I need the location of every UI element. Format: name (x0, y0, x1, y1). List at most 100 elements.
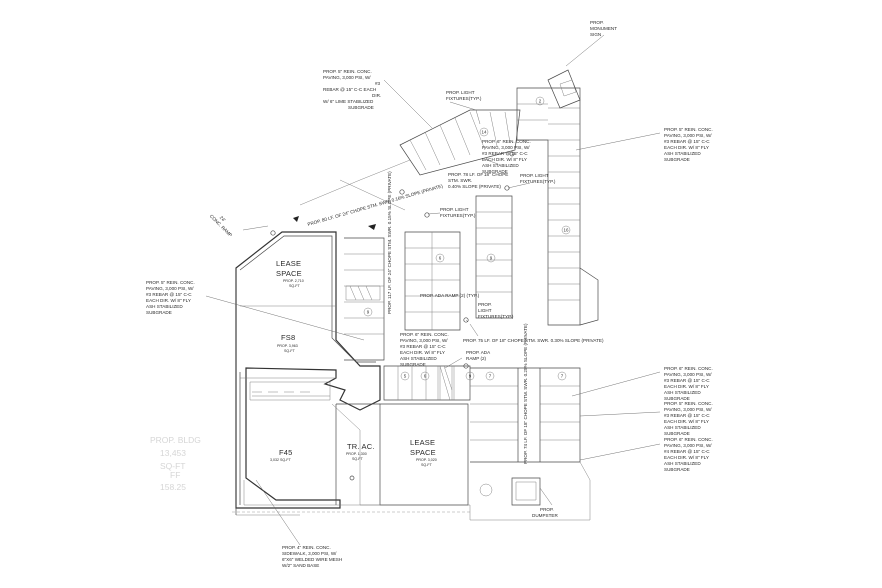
svg-text:EACH DIR. W/ 8" FLY: EACH DIR. W/ 8" FLY (482, 157, 527, 162)
note-storm-diagonal: PROP. 80 LF. OF 24" CHOPE STM. SWR. 0.16… (307, 183, 444, 227)
svg-text:PROP. 1,300: PROP. 1,300 (346, 452, 367, 456)
svg-text:ASH STABILIZED: ASH STABILIZED (664, 461, 701, 466)
svg-text:PROP. LIGHT: PROP. LIGHT (446, 90, 475, 95)
note-storm-top: PROP. 78 LF. OF 18" CHOPE STM. SWR. 0.40… (448, 172, 508, 189)
svg-text:ASH STABILIZED: ASH STABILIZED (482, 163, 519, 168)
svg-text:SUBGRADE: SUBGRADE (664, 157, 690, 162)
parking-layout (235, 69, 599, 521)
room-lease-top: LEASE SPACE PROP. 2,710 SQ-FT (276, 259, 304, 288)
svg-text:SQ-FT: SQ-FT (421, 463, 433, 467)
note-paving-top: PROP. 5" REIN. CONC. PAVING, 3,000 PSI, … (323, 69, 381, 110)
svg-text:0.40% SLOPE (PRIVATE): 0.40% SLOPE (PRIVATE) (448, 184, 501, 189)
svg-text:#3 REBAR @ 15" C-C: #3 REBAR @ 15" C-C (482, 151, 528, 156)
svg-text:STM. SWR.: STM. SWR. (448, 178, 472, 183)
svg-text:FIXTURES(TYP.): FIXTURES(TYP.) (478, 314, 514, 319)
svg-text:#4 REBAR @ 15" C-C: #4 REBAR @ 15" C-C (664, 449, 710, 454)
svg-text:PROP. 3,020: PROP. 3,020 (416, 458, 437, 462)
svg-text:MONUMENT: MONUMENT (590, 26, 617, 31)
svg-text:FS8: FS8 (281, 333, 295, 342)
svg-text:13,453: 13,453 (160, 448, 186, 458)
note-paving-right-top: PROP. 5" REIN. CONC. PAVING, 3,000 PSI, … (664, 127, 713, 162)
note-paving-mid: PROP. 6" REIN. CONC. PAVING, 3,000 PSI, … (400, 332, 449, 367)
svg-text:9: 9 (469, 374, 472, 379)
svg-text:#3 REBAR @ 15" C-C: #3 REBAR @ 15" C-C (400, 344, 446, 349)
note-storm-low: PROP. 75 LF. OF 18" CHOPE STM. SWR. 0.30… (463, 338, 604, 343)
svg-text:SIGN: SIGN (590, 32, 601, 37)
svg-text:LEASE: LEASE (276, 259, 301, 268)
note-paving-right-a: PROP. 6" REIN. CONC. PAVING, 3,000 PSI, … (664, 366, 713, 401)
svg-text:ASH STABILIZED: ASH STABILIZED (664, 425, 701, 430)
svg-text:PROP. 6" REIN. CONC.: PROP. 6" REIN. CONC. (664, 437, 713, 442)
note-ada-ramp-2: PROP. ADA RAMP (2) (466, 350, 491, 361)
svg-text:DIR.: DIR. (372, 93, 381, 98)
svg-text:PROP. 78 LF. OF: PROP. 78 LF. OF (448, 172, 483, 177)
svg-text:PROP. LIGHT: PROP. LIGHT (440, 207, 469, 212)
svg-text:LIGHT: LIGHT (478, 308, 492, 313)
note-storm-vertical: PROP. 117 LF. OF 24" CHOPE STM. SWR. 0.1… (387, 171, 392, 314)
svg-text:24': 24' (219, 215, 227, 223)
svg-text:PROP. BLDG: PROP. BLDG (150, 435, 201, 445)
building-footprint (232, 231, 470, 516)
svg-text:ASH STABILIZED: ASH STABILIZED (664, 151, 701, 156)
svg-text:6: 6 (439, 256, 442, 261)
svg-text:PROP. 6" REIN. CONC.: PROP. 6" REIN. CONC. (664, 366, 713, 371)
svg-text:FIXTURES(TYP.): FIXTURES(TYP.) (440, 213, 476, 218)
note-paving-left: PROP. 5" REIN. CONC. PAVING, 3,000 PSI, … (146, 280, 195, 315)
note-light-left: PROP. LIGHT FIXTURES(TYP.) (440, 207, 476, 218)
svg-text:PROP.: PROP. (590, 20, 604, 25)
svg-text:6: 6 (424, 374, 427, 379)
svg-text:ASH STABILIZED: ASH STABILIZED (400, 356, 437, 361)
svg-text:PROP. 6" REIN. CONC.: PROP. 6" REIN. CONC. (400, 332, 449, 337)
leader-lines (205, 34, 661, 546)
svg-text:SUBGRADE: SUBGRADE (664, 431, 690, 436)
svg-text:EACH DIR. W/ 8" FLY: EACH DIR. W/ 8" FLY (664, 384, 709, 389)
svg-text:PROP. 5" REIN. CONC.: PROP. 5" REIN. CONC. (664, 127, 713, 132)
svg-text:W/2" SAND BASE: W/2" SAND BASE (282, 563, 319, 568)
light-fixtures (270, 151, 515, 481)
svg-text:PROP. 5" REIN. CONC.: PROP. 5" REIN. CONC. (323, 69, 372, 74)
svg-text:PAVING, 3,000 PSI, W/: PAVING, 3,000 PSI, W/ (323, 75, 371, 80)
note-sidewalk: PROP. 4" REIN. CONC. SIDEWALK, 3,000 PSI… (282, 545, 342, 568)
svg-text:#3: #3 (375, 81, 381, 86)
svg-text:PAVING, 3,000 PSI, W/: PAVING, 3,000 PSI, W/ (146, 286, 194, 291)
svg-text:PROP.: PROP. (478, 302, 492, 307)
svg-text:9: 9 (490, 256, 493, 261)
svg-text:REBAR @ 15" C-C EACH: REBAR @ 15" C-C EACH (323, 87, 376, 92)
svg-text:PROP. 5" REIN. CONC.: PROP. 5" REIN. CONC. (664, 401, 713, 406)
svg-text:PROP. 5" REIN. CONC.: PROP. 5" REIN. CONC. (146, 280, 195, 285)
svg-text:ASH STABILIZED: ASH STABILIZED (146, 304, 183, 309)
svg-text:2: 2 (539, 99, 542, 104)
svg-text:EACH DIR. W/ 8" FLY: EACH DIR. W/ 8" FLY (146, 298, 191, 303)
svg-text:SUBGRADE: SUBGRADE (400, 362, 426, 367)
svg-text:PROP. 6" REIN. CONC.: PROP. 6" REIN. CONC. (482, 139, 531, 144)
svg-text:3,032 SQ-FT: 3,032 SQ-FT (270, 458, 292, 462)
svg-text:#3 REBAR @ 15" C-C: #3 REBAR @ 15" C-C (146, 292, 192, 297)
svg-text:#3 REBAR @ 15" C-C: #3 REBAR @ 15" C-C (664, 413, 710, 418)
svg-text:SUBGRADE: SUBGRADE (664, 396, 690, 401)
svg-text:SPACE: SPACE (276, 269, 302, 278)
svg-text:5: 5 (404, 374, 407, 379)
svg-text:SQ-FT: SQ-FT (352, 457, 364, 461)
note-light-mid: PROP. LIGHT FIXTURES(TYP.) (520, 173, 556, 184)
faint-building-label: PROP. BLDG 13,453 SQ-FT FF 158.25 (150, 435, 201, 492)
svg-text:RAMP (2): RAMP (2) (466, 356, 487, 361)
room-trac: TR. AC. PROP. 1,300 SQ-FT (346, 442, 374, 461)
note-light-top: PROP. LIGHT FIXTURES(TYP.) (446, 90, 482, 101)
room-fs8: FS8 PROP. 3,963 SQ-FT (277, 333, 298, 353)
svg-text:#3 REBAR @ 15" C-C: #3 REBAR @ 15" C-C (664, 378, 710, 383)
svg-text:9: 9 (367, 310, 370, 315)
svg-text:DUMPSTER: DUMPSTER (532, 513, 558, 518)
note-paving-right-c: PROP. 6" REIN. CONC. PAVING, 3,000 PSI, … (664, 437, 713, 472)
svg-text:EACH DIR. W/ 8" FLY: EACH DIR. W/ 8" FLY (664, 419, 709, 424)
svg-text:FIXTURES(TYP.): FIXTURES(TYP.) (446, 96, 482, 101)
svg-text:SQ-FT: SQ-FT (284, 349, 296, 353)
svg-text:SUBGRADE: SUBGRADE (482, 169, 508, 174)
svg-text:PAVING, 3,000 PSI, W/: PAVING, 3,000 PSI, W/ (664, 372, 712, 377)
svg-text:6"X6" WELDED WIRE MESH: 6"X6" WELDED WIRE MESH (282, 557, 342, 562)
svg-text:7: 7 (489, 374, 492, 379)
svg-text:PROP. 4" REIN. CONC.: PROP. 4" REIN. CONC. (282, 545, 331, 550)
svg-text:FF: FF (170, 470, 180, 480)
svg-text:ASH STABILIZED: ASH STABILIZED (664, 390, 701, 395)
stall-numbers: 2 16 9 6 9 14 9 5 7 6 7 (363, 96, 571, 381)
